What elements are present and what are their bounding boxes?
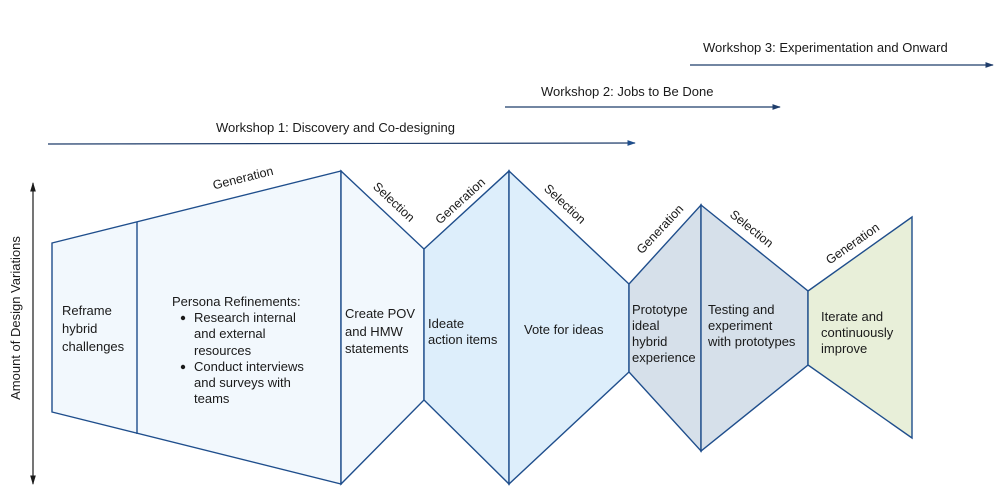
stage-vote-text: Vote for ideas — [524, 322, 604, 337]
stage-pov-text: Create POV and HMW statements — [345, 306, 419, 356]
persona-bullet-1-text: Research internal and external resources — [194, 310, 300, 358]
y-axis-label: Amount of Design Variations — [8, 236, 23, 400]
workshop-1-label: Workshop 1: Discovery and Co-designing — [216, 120, 455, 135]
stage-persona-title: Persona Refinements: — [172, 294, 301, 309]
y-axis: Amount of Design Variations — [8, 182, 36, 485]
stage-texts: Reframe hybrid challenges Persona Refine… — [62, 294, 897, 406]
stage-testing-text: Testing and experiment with prototypes — [707, 302, 796, 349]
stage-iterate-text: Iterate and continuously improve — [821, 309, 897, 356]
stage-prototype-text: Prototype ideal hybrid experience — [632, 302, 696, 365]
workshop-3-label: Workshop 3: Experimentation and Onward — [703, 40, 948, 55]
workshop-2-label: Workshop 2: Jobs to Be Done — [541, 84, 713, 99]
persona-bullet-1-dot — [180, 315, 186, 321]
persona-bullet-2-dot — [180, 364, 186, 370]
persona-bullet-2-text: Conduct interviews and surveys with team… — [194, 359, 307, 406]
workshop-1-arrow — [47, 140, 636, 146]
phase-label-generation-1: Generation — [211, 164, 274, 193]
stage-7-generation-shape — [807, 215, 913, 440]
process-shapes — [51, 169, 913, 486]
workshop-timeline: Workshop 3: Experimentation and Onward W… — [47, 40, 994, 146]
stage-ideate-text: Ideate action items — [428, 316, 498, 347]
stage-reframe-text: Reframe hybrid challenges — [62, 303, 125, 354]
